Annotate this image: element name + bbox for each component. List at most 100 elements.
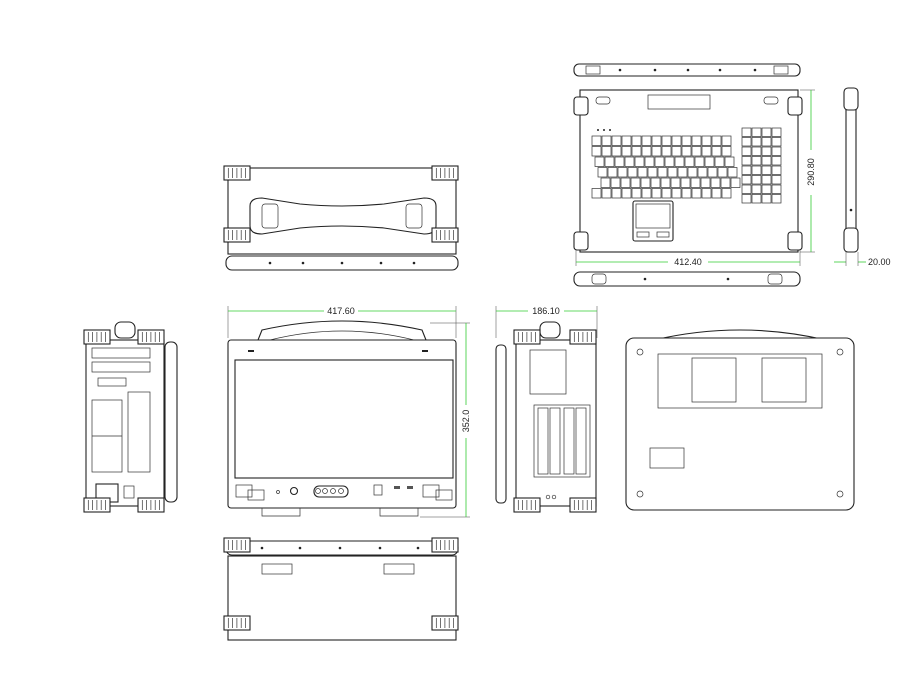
key xyxy=(591,188,602,199)
key xyxy=(721,146,732,157)
key xyxy=(600,177,611,188)
key xyxy=(741,194,752,204)
key xyxy=(711,135,722,146)
key xyxy=(691,135,702,146)
top-handle xyxy=(257,320,427,341)
key xyxy=(657,167,668,178)
key xyxy=(761,127,772,137)
key xyxy=(671,188,682,199)
rear-view xyxy=(625,329,855,511)
key xyxy=(621,146,632,157)
rear-panel xyxy=(625,337,855,511)
keyboard-top-view: 412.40 290.80 20.00 xyxy=(573,63,891,287)
key xyxy=(651,135,662,146)
key xyxy=(761,165,772,175)
key xyxy=(661,146,672,157)
key xyxy=(730,177,741,188)
key xyxy=(741,127,752,137)
key xyxy=(751,156,762,166)
bottom-view xyxy=(225,540,459,641)
key xyxy=(771,175,782,185)
key xyxy=(660,177,671,188)
key xyxy=(714,156,725,167)
key xyxy=(741,137,752,147)
key xyxy=(751,165,762,175)
key xyxy=(771,127,782,137)
key xyxy=(691,188,702,199)
key xyxy=(654,156,665,167)
key xyxy=(591,135,602,146)
key xyxy=(641,146,652,157)
key xyxy=(751,137,762,147)
key xyxy=(771,184,782,194)
key xyxy=(664,156,675,167)
key xyxy=(711,146,722,157)
key xyxy=(710,177,721,188)
key xyxy=(644,156,655,167)
key xyxy=(661,188,672,199)
key xyxy=(614,156,625,167)
key xyxy=(701,146,712,157)
key xyxy=(621,188,632,199)
key xyxy=(681,146,692,157)
key xyxy=(601,135,612,146)
key xyxy=(674,156,685,167)
key xyxy=(721,135,732,146)
key xyxy=(741,184,752,194)
bar-end-cap xyxy=(773,65,789,75)
key xyxy=(667,167,678,178)
key xyxy=(697,167,708,178)
key xyxy=(741,165,752,175)
key xyxy=(761,194,772,204)
key xyxy=(721,188,732,199)
key xyxy=(661,135,672,146)
control-buttons xyxy=(313,485,349,498)
vent-plate xyxy=(657,353,823,409)
key xyxy=(651,188,662,199)
rubber-corner-bumpers xyxy=(83,165,597,631)
key xyxy=(627,167,638,178)
key xyxy=(631,135,642,146)
key xyxy=(694,156,705,167)
key xyxy=(681,135,692,146)
key xyxy=(604,156,615,167)
key xyxy=(720,177,731,188)
key xyxy=(700,177,711,188)
key xyxy=(601,188,612,199)
key xyxy=(597,167,608,178)
key xyxy=(630,177,641,188)
key xyxy=(607,167,618,178)
key xyxy=(701,188,712,199)
key xyxy=(647,167,658,178)
key xyxy=(670,177,681,188)
key xyxy=(641,188,652,199)
key xyxy=(617,167,628,178)
key xyxy=(724,156,735,167)
front-view: 417.60 352.0 xyxy=(227,306,471,518)
key xyxy=(711,188,722,199)
key xyxy=(771,194,782,204)
left-side-view xyxy=(85,321,178,507)
carry-handle xyxy=(249,197,437,235)
bar-end-cap xyxy=(585,65,601,75)
key xyxy=(640,177,651,188)
key xyxy=(610,177,621,188)
right-side-panel xyxy=(515,339,597,507)
dim-keyboard-width: 412.40 xyxy=(674,257,702,267)
key xyxy=(677,167,688,178)
key xyxy=(651,146,662,157)
key xyxy=(671,135,682,146)
touchpad xyxy=(632,200,674,242)
key xyxy=(687,167,698,178)
fan-grille xyxy=(761,357,807,403)
key xyxy=(727,167,738,178)
key xyxy=(761,184,772,194)
key xyxy=(751,184,762,194)
key xyxy=(634,156,645,167)
bottom-panel xyxy=(227,555,457,641)
key xyxy=(601,146,612,157)
key xyxy=(621,135,632,146)
key xyxy=(690,177,701,188)
key xyxy=(611,188,622,199)
